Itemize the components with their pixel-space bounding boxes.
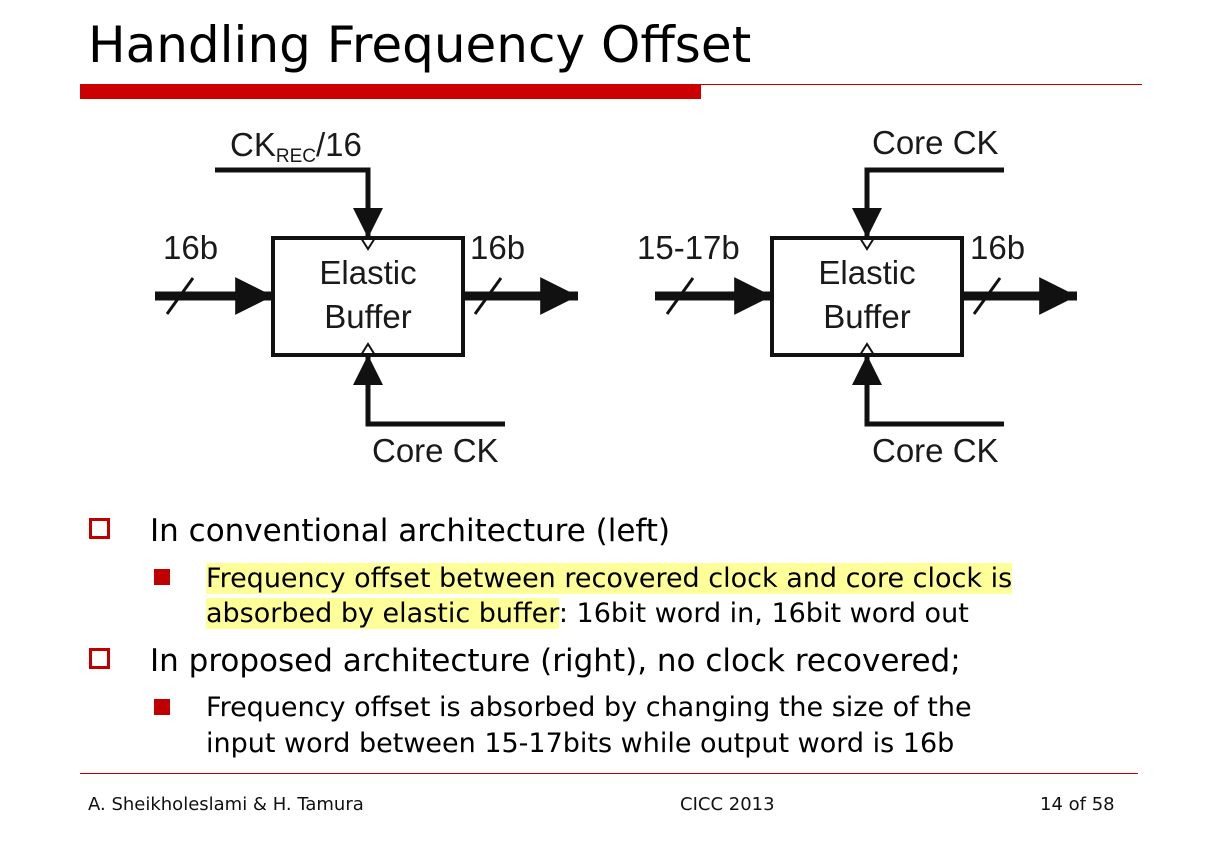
title-rule-thick bbox=[80, 84, 701, 99]
bullet-1-sub-line1: Frequency offset between recovered clock… bbox=[206, 561, 1013, 596]
left-top-clock-label: CKREC/16 bbox=[230, 126, 362, 167]
sub-bullet-square-icon bbox=[154, 699, 170, 715]
footer-page-number: 14 of 58 bbox=[1040, 794, 1115, 815]
bullet-2-text: In proposed architecture (right), no clo… bbox=[150, 643, 961, 679]
right-input-bus-slash bbox=[665, 277, 695, 315]
highlighted-text: absorbed by elastic buffer bbox=[206, 598, 559, 629]
right-bottom-clock-line bbox=[852, 355, 1004, 427]
bullet-box-icon bbox=[89, 648, 110, 669]
bullet-1-text: In conventional architecture (left) bbox=[150, 513, 671, 549]
left-input-width-label: 16b bbox=[163, 229, 218, 266]
left-top-clock-line bbox=[215, 167, 383, 238]
right-elastic-buffer: Elastic Buffer Core CK 15-17b 16b Core C… bbox=[637, 124, 1077, 469]
sub-bullet-square-icon bbox=[154, 569, 170, 585]
bullet-2-sub-line1: Frequency offset is absorbed by changing… bbox=[206, 692, 972, 723]
bullet-box-icon bbox=[89, 518, 110, 539]
left-output-bus-slash bbox=[473, 277, 503, 315]
left-bottom-clock-label: Core CK bbox=[372, 432, 499, 469]
left-elastic-buffer: Elastic Buffer CKREC/16 16b 16b Core CK bbox=[155, 126, 578, 469]
left-box-line2: Buffer bbox=[324, 298, 411, 335]
footer-authors: A. Sheikholeslami & H. Tamura bbox=[88, 794, 364, 815]
footer-conference: CICC 2013 bbox=[680, 794, 775, 815]
left-top-clock-edge bbox=[360, 237, 376, 251]
bullet-1-sub-line2: absorbed by elastic buffer: 16bit word i… bbox=[206, 596, 969, 631]
left-bottom-clock-edge bbox=[360, 342, 376, 356]
left-box-line1: Elastic bbox=[319, 254, 416, 291]
highlighted-text: Frequency offset between recovered clock… bbox=[206, 563, 1013, 594]
slide-title: Handling Frequency Offset bbox=[88, 16, 752, 74]
right-bottom-clock-edge bbox=[859, 342, 875, 356]
right-output-bus-slash bbox=[972, 277, 1002, 315]
left-bottom-clock-line bbox=[353, 355, 505, 427]
left-input-bus-slash bbox=[165, 277, 195, 315]
footer-rule bbox=[80, 773, 1138, 774]
right-box-line1: Elastic bbox=[818, 254, 915, 291]
right-top-clock-edge bbox=[859, 237, 875, 251]
right-box-line2: Buffer bbox=[823, 298, 910, 335]
right-top-clock-line bbox=[852, 167, 1004, 238]
bullet-1-sub-rest: : 16bit word in, 16bit word out bbox=[558, 598, 969, 629]
right-output-width-label: 16b bbox=[970, 229, 1025, 266]
bullet-2-sub-line2: input word between 15-17bits while outpu… bbox=[206, 728, 955, 759]
right-input-width-label: 15-17b bbox=[637, 229, 740, 266]
right-top-clock-label: Core CK bbox=[872, 124, 999, 161]
elastic-buffer-diagram: Elastic Buffer CKREC/16 16b 16b Core CK … bbox=[155, 124, 1077, 469]
left-output-width-label: 16b bbox=[470, 229, 525, 266]
right-bottom-clock-label: Core CK bbox=[872, 432, 999, 469]
